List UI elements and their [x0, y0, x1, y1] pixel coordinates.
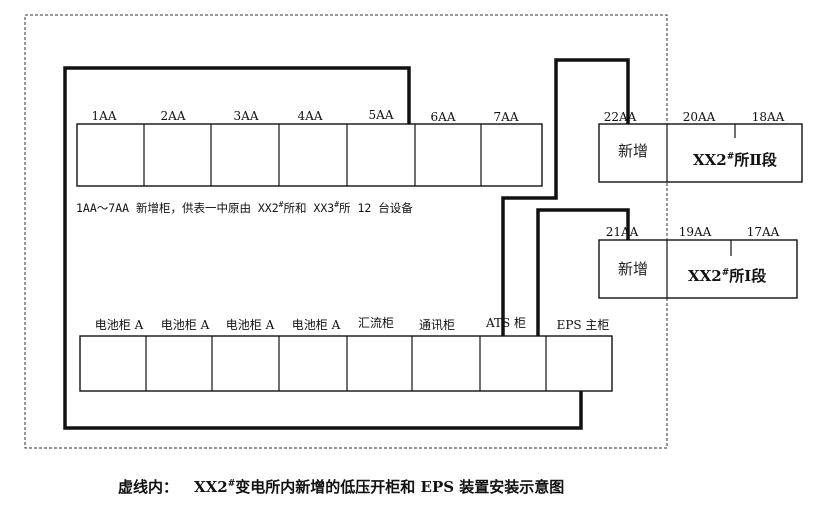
cable-ats-to-21aa [536, 208, 630, 336]
section-i-group: 21AA 19AA 17AA 新增 XX2#所Ⅰ段 [598, 225, 798, 299]
section-ii-new-code: 22AA [604, 110, 637, 124]
section-i-name: XX2#所Ⅰ段 [688, 267, 766, 285]
cabinet-label-6aa: 6AA [431, 110, 456, 124]
top-row-frame [76, 123, 543, 187]
bottom-cabinet-row: 电池柜 A 电池柜 A 电池柜 A 电池柜 A 汇流柜 通讯柜 ATS 柜 EP… [79, 316, 613, 392]
cable-5aa-to-eps [63, 66, 583, 430]
section-i-code-b: 17AA [747, 225, 780, 239]
top-cabinet-row: 1AA 2AA 3AA 4AA 5AA 6AA 7AA [76, 108, 543, 187]
section-ii-new-label: 新增 [618, 142, 648, 160]
cabinet-label-eps-main: EPS 主柜 [557, 318, 610, 332]
cabinet-label-4aa: 4AA [298, 109, 323, 123]
section-i-new-label: 新增 [618, 260, 648, 278]
cable-ats-to-22aa [501, 58, 630, 336]
dashed-boundary [24, 14, 668, 449]
cabinet-label-7aa: 7AA [494, 110, 519, 124]
section-ii-name: XX2#所Ⅱ段 [693, 151, 777, 169]
cable-routes [63, 58, 630, 430]
section-ii-frame [598, 123, 803, 183]
cabinet-label-ats: ATS 柜 [485, 316, 526, 330]
section-i-new-code: 21AA [606, 225, 639, 239]
cabinet-label-battery-3: 电池柜 A [226, 318, 275, 332]
cabinet-label-comms: 通讯柜 [419, 318, 455, 332]
diagram-caption: 虚线内：XX2#变电所内新增的低压开柜和 EPS 装置安装示意图 [118, 478, 564, 496]
cabinet-label-5aa: 5AA [369, 108, 394, 122]
cabinet-label-2aa: 2AA [161, 109, 186, 123]
cabinet-label-battery-2: 电池柜 A [161, 318, 210, 332]
cabinet-label-battery-4: 电池柜 A [292, 318, 341, 332]
cabinet-label-battery-1: 电池柜 A [95, 318, 144, 332]
top-row-note: 1AA～7AA 新增柜，供表一中原由 XX2#所和 XX3#所 12 台设备 [76, 200, 413, 215]
cabinet-label-combiner: 汇流柜 [358, 316, 394, 330]
section-ii-code-a: 20AA [683, 110, 716, 124]
cabinet-label-3aa: 3AA [234, 109, 259, 123]
section-i-frame [598, 239, 798, 299]
bottom-row-frame [79, 335, 613, 392]
section-i-code-a: 19AA [679, 225, 712, 239]
cabinet-label-1aa: 1AA [92, 109, 117, 123]
section-ii-code-b: 18AA [752, 110, 785, 124]
